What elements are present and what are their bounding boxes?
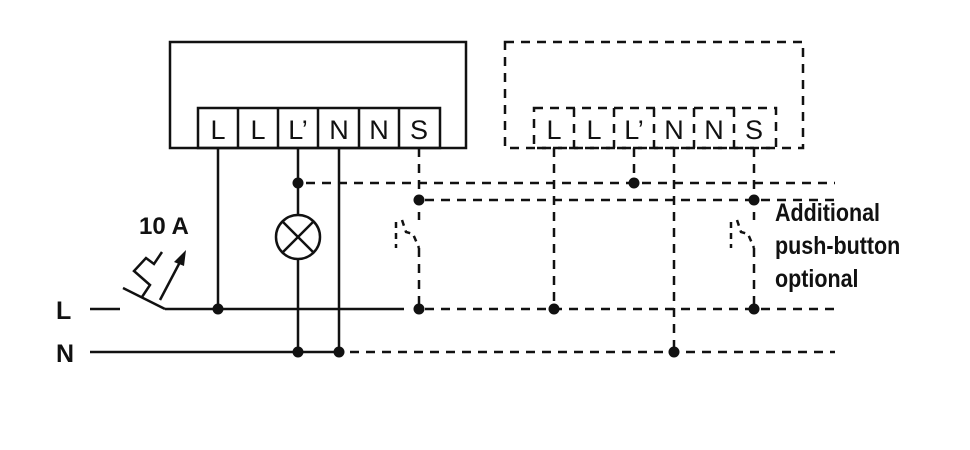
junction-dots — [212, 177, 760, 358]
terminal-label: S — [745, 115, 763, 145]
push-button-icon — [394, 219, 421, 249]
optional-device: L L L’ N N S — [503, 40, 805, 150]
note-line: Additional — [775, 198, 880, 226]
dashed-wiring — [306, 148, 835, 354]
terminal-label: N — [704, 115, 724, 145]
terminal-label: S — [410, 115, 428, 145]
main-device: L L L’ N N S — [168, 40, 468, 150]
terminal-label: L — [546, 115, 561, 145]
push-button-icon — [729, 219, 756, 249]
note-line: optional — [775, 264, 859, 292]
terminal-label: L — [250, 115, 265, 145]
terminal-label: L — [210, 115, 225, 145]
terminal-label: L’ — [624, 115, 644, 145]
terminal-label: N — [369, 115, 389, 145]
terminal-label: L’ — [288, 115, 308, 145]
note-line: push-button — [775, 231, 900, 259]
neutral-label: N — [56, 340, 74, 368]
lamp-icon — [274, 213, 322, 261]
terminal-label: N — [664, 115, 684, 145]
circuit-breaker-icon — [122, 250, 186, 311]
terminal-label: L — [586, 115, 601, 145]
terminal-label: N — [329, 115, 349, 145]
optional-push-button-note: Additional push-button optional — [775, 198, 900, 292]
live-label: L — [56, 297, 71, 325]
breaker-rating: 10 A — [139, 213, 189, 240]
solid-wiring — [90, 148, 404, 354]
